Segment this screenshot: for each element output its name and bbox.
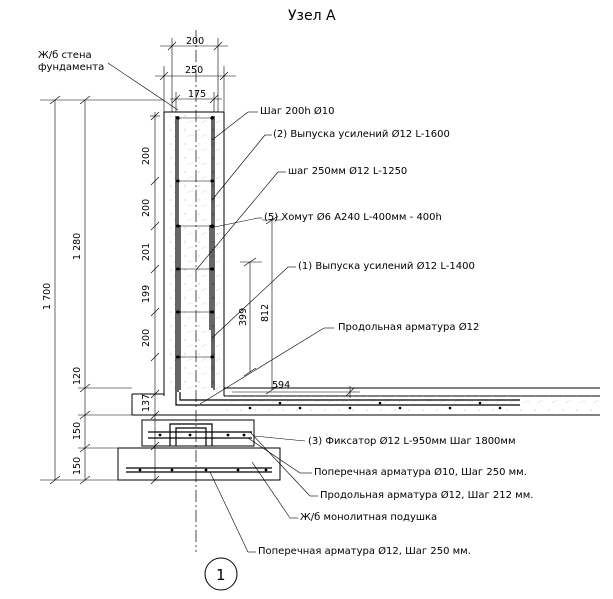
wall-label-1: Ж/б стена <box>38 50 92 61</box>
dim-150-a: 150 <box>72 422 83 440</box>
wall-leader <box>107 62 179 111</box>
dim-175-top: 175 <box>188 89 206 100</box>
footing <box>117 393 281 481</box>
axis-marker-number: 1 <box>216 566 226 584</box>
top-dimensions: 200 250 175 <box>155 36 236 112</box>
callout-outlets-2: (2) Выпуска усилений Ø12 L-1600 <box>273 128 450 140</box>
inner-dimensions: 399 812 594 <box>232 215 360 398</box>
dim-250-top: 250 <box>185 65 203 76</box>
dim-200-a: 200 <box>141 147 152 165</box>
dim-137: 137 <box>141 394 152 412</box>
dim-1700: 1 700 <box>42 283 53 310</box>
callout-transverse-12: Поперечная арматура Ø12, Шаг 250 мм. <box>258 545 471 557</box>
callout-clamp-5: (5) Хомут Ø6 А240 L-400мм - 400h <box>264 211 442 223</box>
dim-120: 120 <box>72 367 83 385</box>
dim-200-b: 200 <box>141 199 152 217</box>
callout-fixator-3: (3) Фиксатор Ø12 L-950мм Шаг 1800мм <box>308 435 516 447</box>
callout-outlets-1: (1) Выпуска усилений Ø12 L-1400 <box>298 260 475 272</box>
callout-longitudinal-212: Продольная арматура Ø12, Шаг 212 мм. <box>320 489 533 501</box>
dim-199: 199 <box>141 285 152 303</box>
dim-200-top: 200 <box>186 36 204 47</box>
callout-transverse-10: Поперечная арматура Ø10, Шаг 250 мм. <box>314 466 527 478</box>
left-dimensions: 200 200 201 199 200 1 280 120 150 150 1 … <box>40 95 164 485</box>
axis-marker-circle <box>204 557 238 591</box>
dim-399: 399 <box>238 308 249 326</box>
dim-201: 201 <box>141 243 152 261</box>
drawing-title: Узел А <box>288 8 336 24</box>
callout-step-200h: Шаг 200h Ø10 <box>260 105 334 117</box>
callout-longitudinal-rebar: Продольная арматура Ø12 <box>338 321 479 333</box>
dim-200-c: 200 <box>141 329 152 347</box>
wall-label-2: фундамента <box>38 62 104 73</box>
wall <box>163 111 225 396</box>
dim-812: 812 <box>260 304 271 322</box>
floor-slab <box>132 387 600 416</box>
dim-1280: 1 280 <box>72 233 83 260</box>
callout-cushion: Ж/б монолитная подушка <box>300 512 437 523</box>
dim-150-b: 150 <box>72 457 83 475</box>
callout-leaders <box>195 111 334 553</box>
dim-594: 594 <box>272 380 290 391</box>
callout-step-250: шаг 250мм Ø12 L-1250 <box>288 165 407 177</box>
